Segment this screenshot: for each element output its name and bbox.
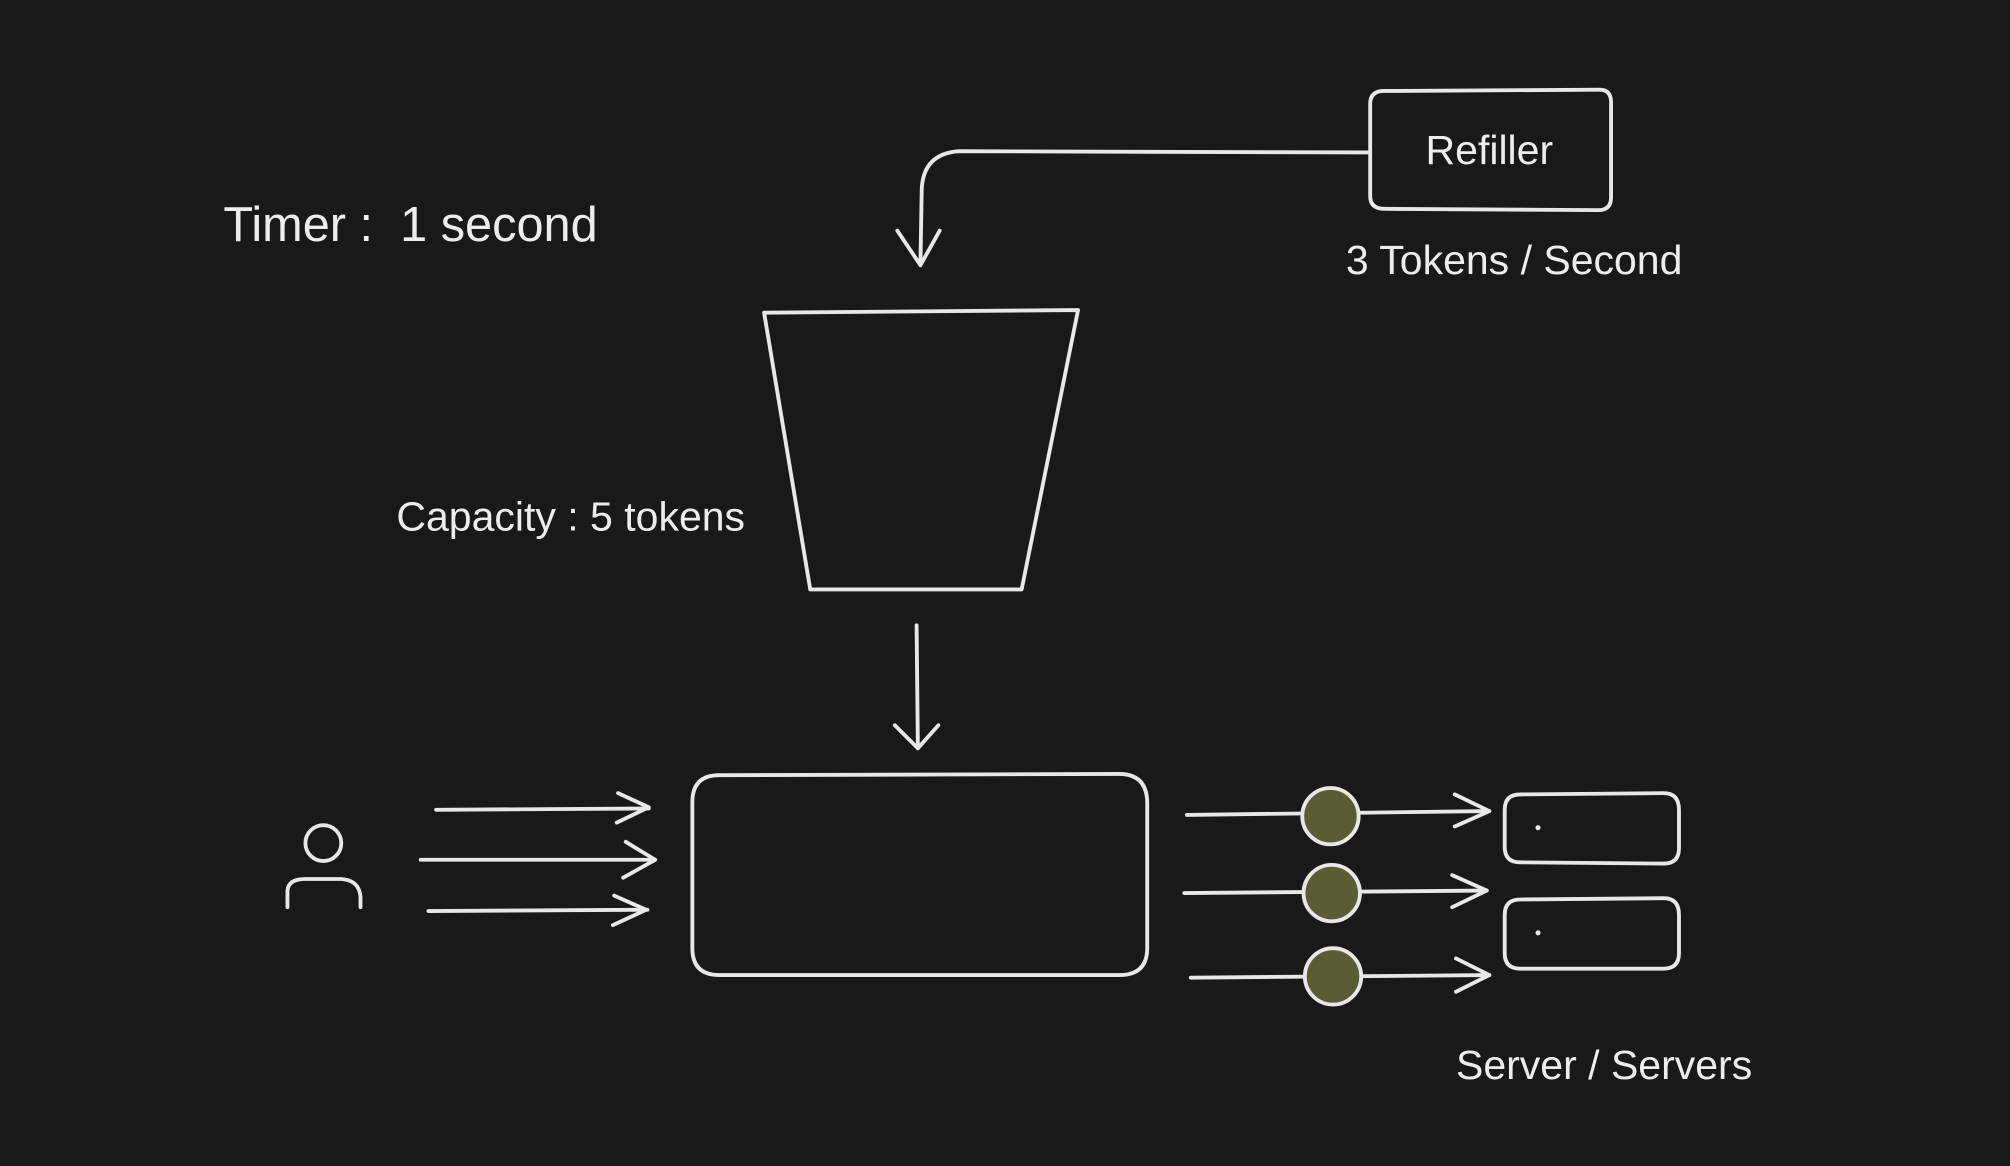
bucket-to-limiter-arrow [892, 623, 941, 751]
refiller-box [1368, 87, 1613, 213]
request-arrow [426, 893, 650, 928]
token [1302, 946, 1364, 1007]
forwarded-requests [1182, 786, 1492, 1007]
refill-arrow-head [895, 228, 942, 268]
refill-rate-label: 3 Tokens / Second [1346, 237, 1683, 283]
request-arrow [418, 839, 658, 880]
refill-arrow-line [918, 149, 1371, 266]
bucket-arrow-line [914, 623, 920, 751]
request-arrow [434, 791, 651, 825]
server-box [1502, 791, 1681, 866]
token-bucket [762, 308, 1080, 592]
token [1301, 862, 1362, 924]
user-icon [285, 823, 363, 910]
refiller-node: Refiller [1368, 87, 1613, 213]
forwarded-arrow [1182, 862, 1489, 924]
bucket-arrow-head [892, 723, 941, 751]
refiller-label: Refiller [1426, 127, 1554, 173]
forwarded-arrow [1185, 786, 1492, 847]
servers-label: Server / Servers [1456, 1042, 1752, 1088]
capacity-label: Capacity : 5 tokens [396, 493, 745, 539]
refill-arrow [895, 149, 1371, 268]
server-box [1502, 896, 1681, 971]
token [1300, 786, 1361, 847]
forwarded-arrow [1188, 946, 1492, 1007]
rate-limiter-box [690, 771, 1150, 978]
incoming-requests [418, 791, 658, 928]
timer-label: Timer : 1 second [223, 198, 597, 252]
servers [1502, 791, 1681, 971]
